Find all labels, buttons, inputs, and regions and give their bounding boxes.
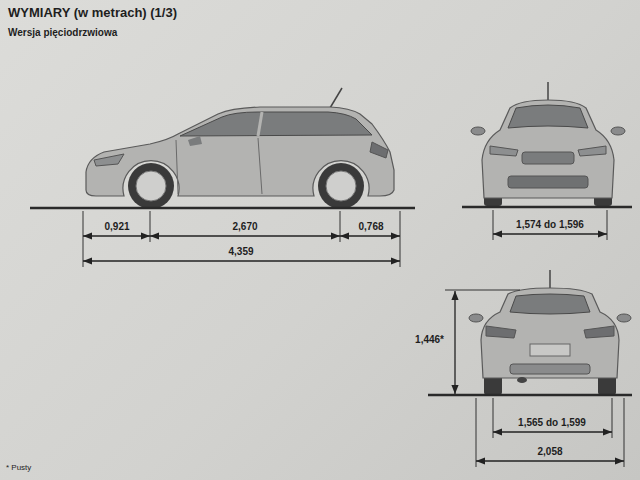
mirror <box>471 127 485 135</box>
dimension-label: 2,670 <box>232 221 257 233</box>
rear-view <box>428 270 632 395</box>
extension-line <box>476 398 477 467</box>
ground-line <box>428 394 632 397</box>
dimension-label: 1,565 do 1,599 <box>518 417 586 429</box>
air-intake <box>508 176 588 188</box>
antenna <box>330 88 342 108</box>
car-body <box>481 288 619 378</box>
dimension-line <box>493 233 607 234</box>
pillar <box>258 112 262 136</box>
dimension-line <box>493 431 612 432</box>
dimension-label: 0,921 <box>104 221 129 233</box>
extension-lines <box>83 210 624 467</box>
headlight <box>94 154 124 166</box>
extension-line <box>607 210 608 240</box>
dimension-line <box>83 235 150 236</box>
rim <box>326 171 356 201</box>
extension-line <box>83 211 84 267</box>
extension-line <box>493 210 494 240</box>
side-view <box>30 88 415 209</box>
taillight <box>370 142 388 158</box>
bumper <box>510 364 590 374</box>
subtitle: Wersja pięciodrzwiowa <box>8 27 117 39</box>
dimension-line <box>83 260 400 261</box>
dimension-line <box>454 291 455 394</box>
exhaust <box>517 377 527 383</box>
wheel <box>128 163 174 209</box>
mirror <box>469 314 483 322</box>
window <box>180 112 372 136</box>
grille <box>522 152 574 164</box>
antenna <box>547 82 549 100</box>
dimension-lines <box>83 234 624 461</box>
dimension-label: 4,359 <box>228 246 253 258</box>
mirror <box>611 127 625 135</box>
windshield <box>508 105 588 128</box>
extension-line <box>400 211 401 267</box>
plate <box>530 344 570 356</box>
mirror <box>617 314 631 322</box>
dimension-label: 2,058 <box>537 446 562 458</box>
ground-line <box>30 207 415 210</box>
dimension-label: 0,768 <box>358 221 383 233</box>
door-line <box>176 138 262 194</box>
dimension-line <box>150 235 340 236</box>
extension-line <box>150 211 151 242</box>
wheel <box>318 163 364 209</box>
antenna <box>549 270 551 288</box>
extension-line <box>624 398 625 467</box>
rear-window <box>510 294 590 314</box>
dimension-label: 1,574 do 1,596 <box>516 219 584 231</box>
dimension-line <box>476 460 624 461</box>
dimension-label: 1,446* <box>415 334 444 346</box>
page-title: WYMIARY (w metrach) (1/3) <box>8 5 177 21</box>
car-body <box>482 100 614 198</box>
extension-line <box>340 211 341 242</box>
dimension-line <box>340 235 400 236</box>
front-view <box>462 82 632 207</box>
footnote: * Pusty <box>6 463 31 473</box>
ground-line <box>462 206 632 209</box>
mirror <box>188 136 202 146</box>
rim <box>136 171 166 201</box>
taillight <box>486 326 614 338</box>
extension-line <box>445 290 520 291</box>
